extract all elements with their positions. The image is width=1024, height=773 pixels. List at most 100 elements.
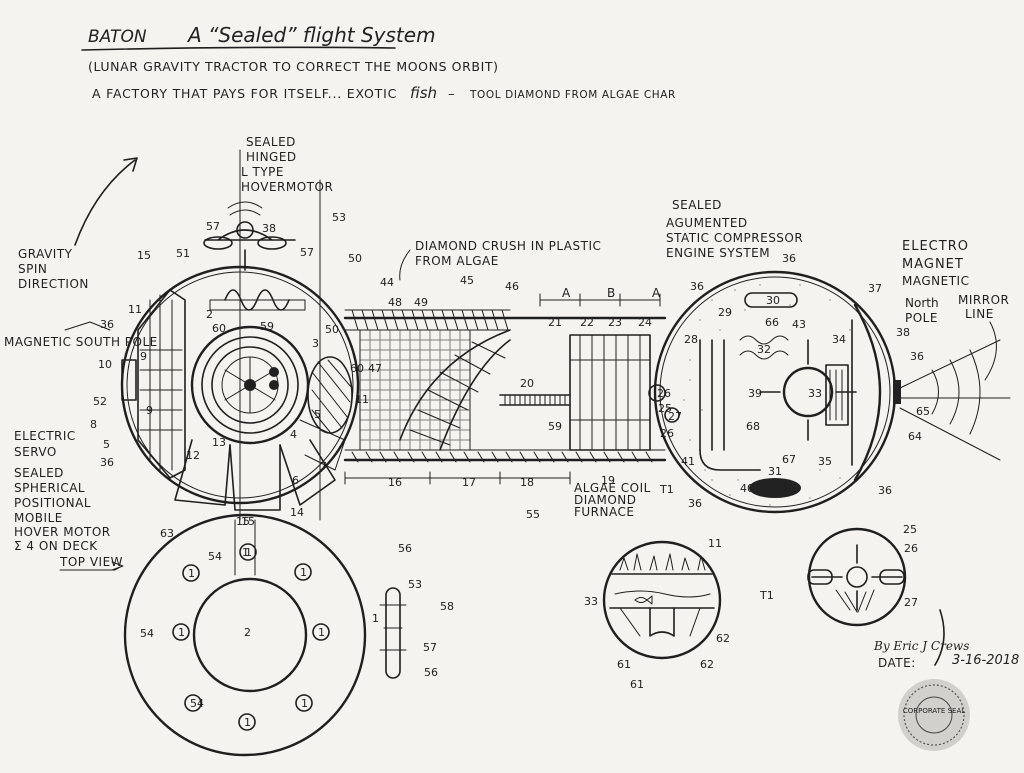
ballast-31	[749, 478, 801, 498]
mirror-line-label: MIRROR LINE	[958, 293, 1009, 321]
part-number-right_sphere-2: 29	[718, 306, 732, 319]
part-number-fish_tank-5: 61	[630, 678, 644, 691]
part-number-top_view-2: 1	[245, 546, 252, 559]
hover-motor-marker	[294, 563, 312, 581]
signature-name: By Eric J Crews	[873, 639, 969, 653]
mirror-waves	[931, 349, 981, 435]
part-number-left_sphere-0: 15	[137, 249, 151, 262]
part-number-left_sphere-7: 9	[146, 404, 153, 417]
part-number-right_sphere-22: 36	[782, 252, 796, 265]
sealed-engine-label: SEALED AGUMENTED STATIC COMPRESSOR ENGIN…	[666, 198, 803, 260]
part-number-side_detail-4: 56	[424, 666, 438, 679]
part-number-right_sphere-23: 36	[878, 484, 892, 497]
core-dot-2	[269, 367, 279, 377]
part-number-left_sphere-4: 9	[140, 350, 147, 363]
part-number-right_sphere-1: 30	[766, 294, 780, 307]
part-number-side_detail-1: 53	[408, 578, 422, 591]
svg-text:A: A	[652, 286, 661, 300]
part-number-right_sphere-4: 66	[765, 316, 779, 329]
hover-motor-marker	[239, 543, 257, 561]
part-number-left_sphere-9: 5	[103, 438, 110, 451]
core-crosshatch	[224, 356, 276, 414]
svg-text:FURNACE: FURNACE	[574, 505, 634, 519]
part-number-side_detail-3: 57	[423, 641, 437, 654]
electro-magnet-label: ELECTRO MAGNET MAGNETIC	[902, 239, 969, 288]
part-number-right_sphere-9: 39	[748, 387, 762, 400]
hover-motor-marker	[172, 623, 190, 641]
svg-text:Σ 4 ON DECK: Σ 4 ON DECK	[14, 539, 98, 553]
magnet-block	[825, 364, 849, 426]
part-number-hover_motor-3: 53	[332, 211, 346, 224]
part-number-right_sphere-15: 67	[782, 453, 796, 466]
signal-arcs	[227, 201, 263, 216]
part-number-right_sphere-19: 31	[768, 465, 782, 478]
bottom-dimension	[344, 471, 571, 485]
svg-text:SEALED: SEALED	[14, 466, 64, 480]
svg-text:HOVER MOTOR: HOVER MOTOR	[14, 525, 111, 539]
svg-text:LINE: LINE	[965, 307, 994, 321]
svg-text:SERVO: SERVO	[14, 445, 57, 459]
part-number-tube-5: 47	[368, 362, 382, 375]
hover-motor-marker	[184, 694, 202, 712]
lower-frame-mid	[229, 444, 281, 511]
ribbon-edge-1	[399, 329, 511, 441]
part-number-left_sphere-20: 7	[320, 460, 327, 473]
hover-motor-marker	[295, 694, 313, 712]
svg-text:GRAVITY: GRAVITY	[18, 247, 73, 261]
header: BATON A “Sealed” flight System (LUNAR GR…	[81, 23, 675, 102]
tagline-dash: –	[448, 87, 455, 102]
tagline-part1: A FACTORY THAT PAYS FOR ITSELF... EXOTIC	[92, 86, 397, 101]
hover-motor-marker	[238, 713, 256, 731]
north-pole-label: North POLE	[905, 296, 939, 325]
svg-text:L TYPE: L TYPE	[241, 165, 284, 179]
inner-ring-mid	[201, 336, 299, 434]
svg-text:SEALED: SEALED	[672, 198, 722, 212]
part-number-right_sphere-16: 35	[818, 455, 832, 468]
part-number-right_sphere-26: 36	[910, 350, 924, 363]
rotor-detail	[807, 527, 907, 627]
part-number-tube-13: 24	[638, 316, 652, 329]
part-number-left_sphere-21: 6	[292, 474, 299, 487]
part-number-rotor-0: 25	[903, 523, 917, 536]
svg-text:MOBILE: MOBILE	[14, 511, 63, 525]
title-system: A “Sealed” flight System	[186, 23, 436, 47]
part-number-right_sphere-24: 37	[868, 282, 882, 295]
part-number-tube-15: 17	[462, 476, 476, 489]
part-number-right_sphere-13: 26	[660, 427, 674, 440]
part-number-left_sphere-18: 12	[186, 449, 200, 462]
part-number-top_view-3: 1	[188, 567, 195, 580]
diamond-crush-label: DIAMOND CRUSH IN PLASTIC FROM ALGAE	[415, 239, 601, 268]
gravity-spin-label: GRAVITY SPIN DIRECTION	[18, 247, 88, 291]
svg-text:DIAMOND: DIAMOND	[574, 493, 637, 507]
lower-frame-right	[279, 439, 336, 506]
part-number-rotor-2: 27	[904, 596, 918, 609]
title-underline	[81, 46, 396, 51]
part-number-left_sphere-15: 50	[325, 323, 339, 336]
part-number-left_sphere-17: 5	[314, 408, 321, 421]
part-number-side_detail-0: 56	[398, 542, 412, 555]
svg-text:SPHERICAL: SPHERICAL	[14, 481, 85, 495]
core-dot-3	[269, 380, 279, 390]
svg-text:ELECTRO: ELECTRO	[902, 239, 969, 254]
port-27	[664, 407, 680, 423]
mirror-line-leader	[984, 321, 997, 381]
coil-28	[699, 339, 725, 451]
svg-text:SEALED: SEALED	[246, 135, 296, 149]
part-number-left_sphere-6: 52	[93, 395, 107, 408]
part-number-top_view-7: 2	[244, 626, 251, 639]
part-number-left_sphere-3: 36	[100, 318, 114, 331]
svg-text:SPIN: SPIN	[18, 262, 47, 276]
algae-plants	[619, 553, 706, 571]
svg-text:DIAMOND CRUSH IN PLASTIC: DIAMOND CRUSH IN PLASTIC	[415, 239, 601, 253]
signature-flourish	[934, 609, 945, 666]
oval-hatch	[311, 359, 353, 433]
hover-motor-marker	[182, 564, 200, 582]
part-number-tube-7: 11	[355, 393, 369, 406]
part-number-right_sphere-5: 43	[792, 318, 806, 331]
south-pole-block	[121, 359, 137, 401]
part-number-top_view-4: 1	[300, 566, 307, 579]
gravity-spin-arrow	[74, 157, 138, 246]
fish-tank	[602, 540, 722, 660]
seal-text: CORPORATE SEAL	[903, 707, 965, 715]
